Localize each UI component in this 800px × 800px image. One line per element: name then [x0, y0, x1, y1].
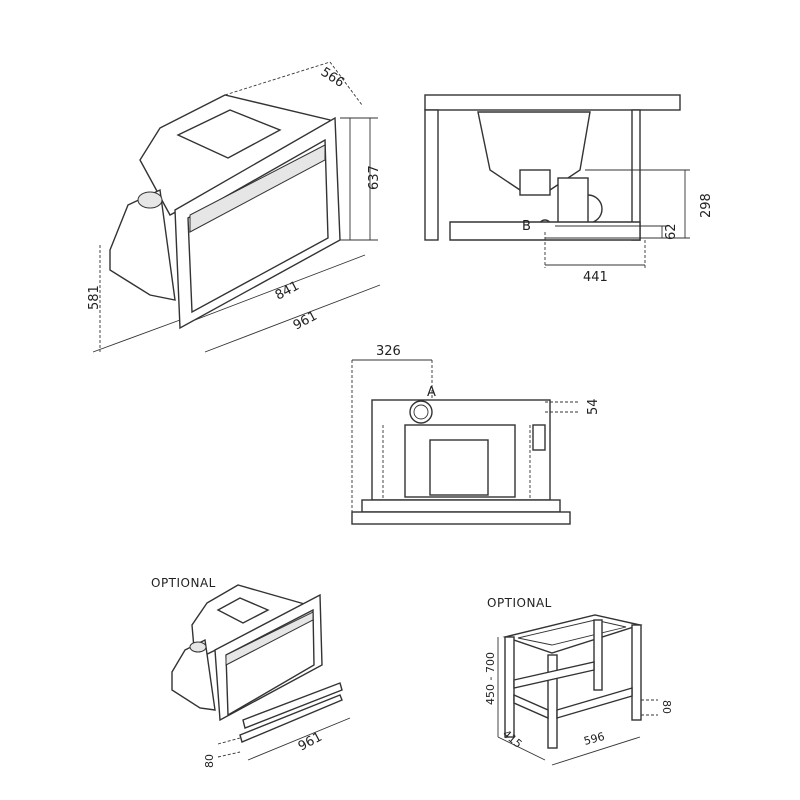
dim-298: 298 — [699, 193, 714, 218]
dim-54: 54 — [586, 398, 601, 415]
dim-566: 566 — [318, 65, 347, 91]
optional-stand-title: OPTIONAL — [487, 596, 552, 610]
optional-frame-title: OPTIONAL — [151, 576, 216, 590]
dim-637: 637 — [367, 165, 382, 190]
fireplace-side-view: 298 62 441 B — [424, 94, 714, 285]
dim-frame-80: 80 — [203, 754, 216, 768]
fireplace-top-view: 326 A 54 — [351, 344, 601, 525]
dim-961: 961 — [291, 309, 320, 334]
top-plate — [424, 94, 681, 111]
grille — [189, 144, 326, 233]
dim-stand-foot: 80 — [660, 700, 673, 714]
label-b: B — [522, 219, 531, 234]
dim-stand-width: 596 — [582, 730, 606, 748]
dim-62: 62 — [664, 223, 679, 240]
dim-581: 581 — [87, 285, 102, 310]
dim-stand-height: 450 - 700 — [484, 652, 497, 705]
dim-326: 326 — [376, 344, 401, 359]
fireplace-iso-view: 566 637 581 841 961 — [87, 61, 382, 353]
flue-outlet — [137, 191, 163, 209]
connection-a — [409, 400, 433, 424]
dim-stand-depth: 415 — [500, 727, 524, 750]
optional-stand-view: OPTIONAL 450 - 700 80 415 596 — [484, 596, 673, 766]
stand-top-frame — [502, 614, 643, 654]
dim-841: 841 — [273, 279, 302, 304]
optional-frame-view: OPTIONAL 961 80 — [151, 576, 351, 768]
label-a: A — [427, 385, 436, 400]
dim-441: 441 — [583, 270, 608, 285]
glass-door — [187, 138, 329, 314]
top-hatch — [176, 109, 282, 159]
dim-frame-961: 961 — [296, 730, 325, 755]
fan-unit — [109, 188, 176, 301]
trim-strip — [242, 682, 343, 729]
